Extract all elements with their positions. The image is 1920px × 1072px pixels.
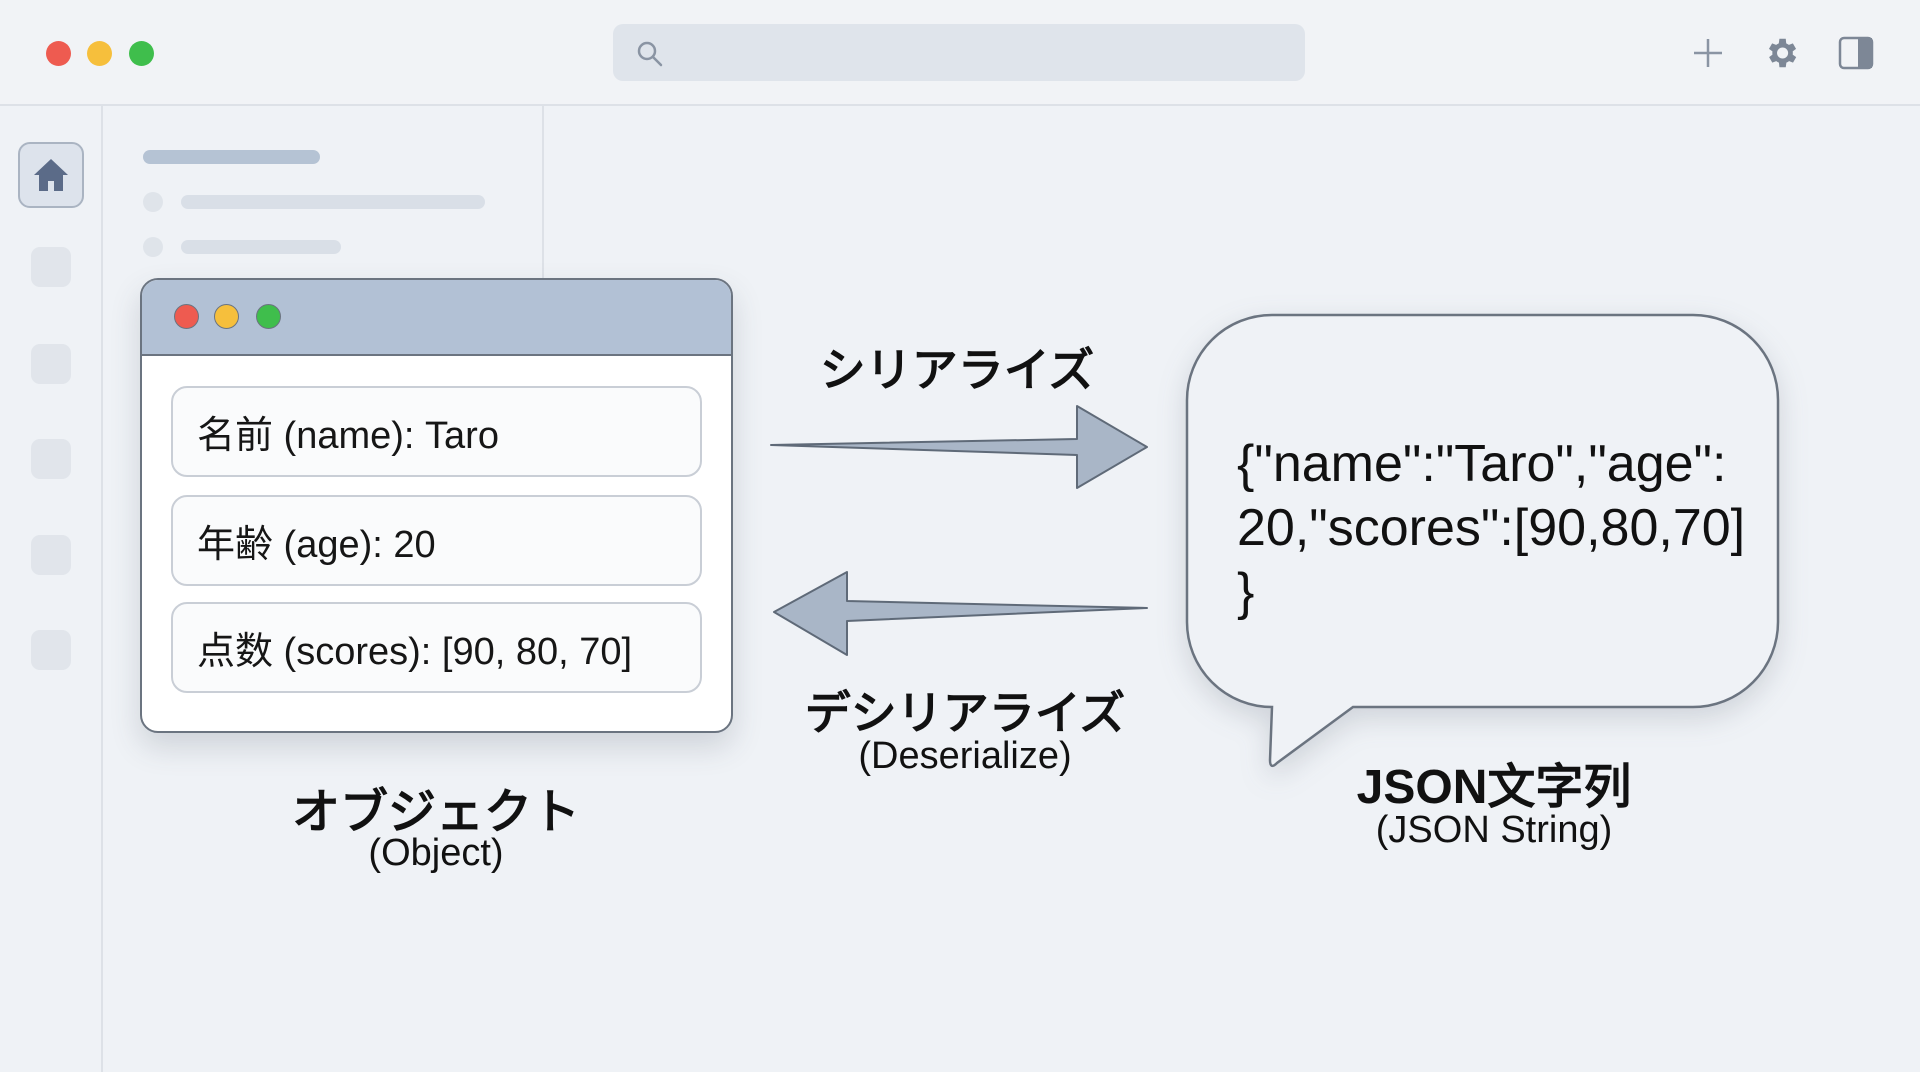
json-title: JSON文字列 (1356, 761, 1632, 814)
json-text: {"name":"Taro","age": 20,"scores":[90,80,… (1237, 432, 1745, 624)
json-line: {"name":"Taro","age": (1237, 435, 1727, 493)
serialize-label: シリアライズ (819, 344, 1095, 396)
field-name: 名前 (name): Taro (171, 386, 702, 477)
skeleton-line (181, 195, 485, 209)
close-dot (174, 304, 199, 329)
maximize-button[interactable] (129, 41, 154, 66)
search-input[interactable] (613, 24, 1305, 81)
deserialize-label: デシリアライズ (804, 687, 1126, 739)
rail-item[interactable] (31, 535, 71, 575)
rail-item[interactable] (31, 439, 71, 479)
home-icon (34, 159, 68, 191)
maximize-dot (256, 304, 281, 329)
skeleton-heading (143, 150, 320, 164)
deserialize-arrow (773, 571, 1148, 656)
skeleton-dot (143, 237, 163, 257)
object-window-titlebar (142, 280, 731, 356)
icon-rail (0, 106, 103, 1072)
search-icon (637, 41, 663, 67)
json-line: } (1237, 563, 1255, 621)
skeleton-dot (143, 192, 163, 212)
plus-icon[interactable] (1691, 36, 1725, 70)
json-subtitle: (JSON String) (1375, 809, 1613, 851)
field-scores: 点数 (scores): [90, 80, 70] (171, 602, 702, 693)
sidebar-toggle-icon[interactable] (1838, 36, 1874, 70)
object-title: オブジェクト (291, 786, 581, 839)
json-speech-bubble (1185, 313, 1780, 768)
minimize-dot (214, 304, 239, 329)
rail-item[interactable] (31, 247, 71, 287)
close-button[interactable] (46, 41, 71, 66)
home-button[interactable] (18, 142, 84, 208)
skeleton-line (181, 240, 341, 254)
field-age: 年齢 (age): 20 (171, 495, 702, 586)
side-panel (103, 106, 544, 306)
gear-icon[interactable] (1762, 34, 1800, 72)
minimize-button[interactable] (87, 41, 112, 66)
deserialize-sublabel: (Deserialize) (858, 735, 1072, 777)
object-window: 名前 (name): Taro 年齢 (age): 20 点数 (scores)… (140, 278, 733, 733)
json-line: 20,"scores":[90,80,70] (1237, 499, 1746, 557)
rail-item[interactable] (31, 344, 71, 384)
rail-item[interactable] (31, 630, 71, 670)
serialize-arrow (770, 405, 1148, 489)
object-subtitle: (Object) (368, 832, 504, 874)
arrows (770, 405, 1148, 656)
